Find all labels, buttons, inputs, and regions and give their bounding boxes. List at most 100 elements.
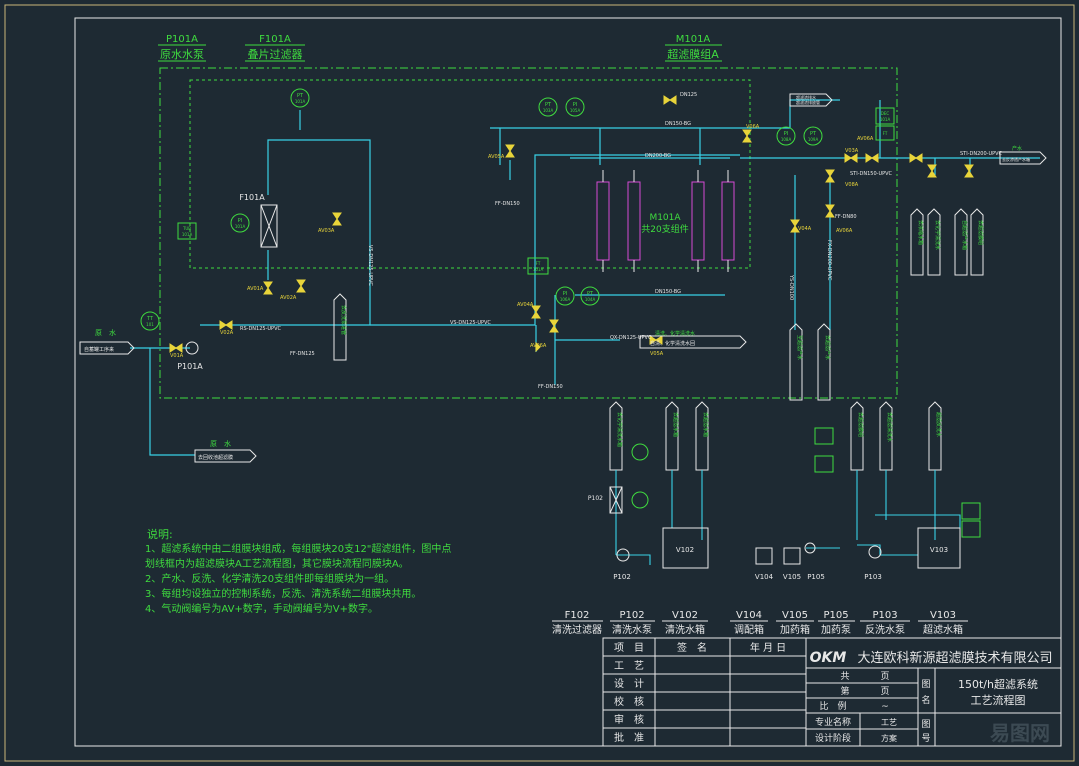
bottom-instruments (631, 427, 981, 538)
pipe-label: QX-DN125-UPVC (610, 335, 652, 341)
disc-filter-f101a: F101A (239, 193, 278, 248)
stream-label: 产水 (1012, 145, 1022, 152)
pipe-label: VS-DN125-UPVC (450, 320, 491, 326)
equipment-legend: F102 清洗过滤器 P102 清洗水泵 V102 清洗水箱 V104 调配箱 … (552, 610, 968, 636)
main-piping (130, 99, 1040, 456)
vtag: 去超滤水箱 (702, 412, 709, 437)
membrane-module (596, 170, 610, 272)
stream-label: 清洗、化学清洗水 (655, 330, 695, 337)
inst-label: PT (297, 93, 304, 99)
valve-tag: V04A (798, 226, 812, 232)
top-label-name: 超滤膜组A (667, 47, 719, 61)
filter-tag: F101A (239, 193, 265, 202)
legend-tag: P102 (619, 610, 644, 621)
flow-transmitter: FT (875, 125, 895, 141)
valve (663, 95, 677, 105)
legend-name: 加药泵 (821, 624, 851, 636)
membrane-module (627, 170, 641, 272)
inner-dashed-boundary (189, 79, 751, 269)
tb-cell: 设计阶段 (815, 732, 851, 744)
vtag: 去化学清洗水 (934, 220, 941, 250)
valve: V01A (169, 343, 184, 359)
pump-tag: P102 (613, 573, 631, 581)
inst-num: 106A (560, 297, 571, 302)
notes: 说明: 1、超滤系统中由二组膜块组成，每组膜块20支12"超滤组件，图中点划线框… (145, 527, 451, 615)
inst-num: 101A (880, 117, 891, 122)
inst-num: 103A (543, 108, 554, 113)
note-line: 4、气动阀编号为AV+数字，手动阀编号为V+数字。 (145, 604, 379, 615)
tb-cell: 第 (840, 685, 849, 697)
company-logo: OKM 大连欧科新源超滤膜技术有限公司 (810, 650, 1053, 666)
vtag: 自超滤产水箱 (961, 220, 968, 250)
top-label-name: 叠片过滤器 (248, 48, 303, 61)
pipe-label: DN150-BG (665, 121, 691, 127)
valve: V02A (219, 320, 234, 336)
valve (909, 153, 923, 163)
top-label-p101a: P101A 原水水泵 (158, 34, 206, 62)
tb-cell: ~ (881, 702, 889, 712)
pipe-label: DN150-BG (655, 289, 681, 295)
valve-tag: V06A (746, 124, 760, 130)
valve-tag: AV06A (530, 343, 547, 349)
tank-tag: V105 (783, 573, 801, 581)
inst-label: TT (146, 316, 154, 322)
stream-raw-in: 原 水 自蓄罐工序来 (79, 328, 135, 355)
tb-header: 签 名 (677, 641, 707, 654)
stream-sublabel: 自清、化学清洗水回 (650, 340, 695, 347)
legend-name: 反洗水泵 (865, 624, 905, 636)
pump-tag: P103 (864, 573, 882, 581)
tank-v103: V103 (917, 527, 961, 569)
stream-backwash: 超滤浓排水 超滤浓排放管 (789, 93, 833, 107)
vertical-stream-text: 去反洗泵进管 至超滤产水 去超滤产水 去化学清洗水箱 去超滤水箱 去超滤水箱 去… (340, 220, 984, 447)
valve-tag: AV03A (318, 228, 335, 234)
tb-cell: 页 (880, 686, 889, 697)
tb-cell: 共 (840, 671, 849, 682)
valve: V08A (825, 169, 859, 188)
vtag: 至超滤产水 (796, 335, 803, 360)
legend-name: 超滤水箱 (923, 623, 963, 636)
legend-tag: V103 (930, 610, 956, 621)
tb-cell: 号 (921, 733, 930, 744)
pipe-labels: RS-DN125-UPVC VS-DN125-UPVC QX-DN125-UPV… (240, 92, 1003, 390)
membrane-module (721, 170, 735, 272)
valve (927, 164, 937, 178)
pipe-label: DN125 (680, 92, 697, 98)
inst-num: 108A (781, 137, 792, 142)
membrane-modules: M101A 共20支组件 (596, 170, 735, 272)
pipe-label: FF-DN150 (538, 384, 563, 390)
vtag: 去超滤水箱 (672, 412, 679, 437)
vtag: 去超滤产水 (824, 335, 831, 360)
pipe-label: FX-DN200-UPVC (826, 240, 832, 281)
top-label-tag: P101A (166, 34, 198, 45)
pipe-label: DN200-BG (645, 153, 671, 159)
legend-tag: P105 (823, 610, 848, 621)
membrane-tag: M101A (649, 213, 681, 223)
pump-p101a: P101A (177, 341, 203, 371)
tb-row: 审 核 (614, 713, 644, 726)
cleaning-piping (615, 470, 961, 565)
inst-num: 104A (585, 297, 596, 302)
valve: AV06A (857, 136, 879, 163)
valve: AV03A (318, 212, 342, 234)
inst-label: DEC (881, 111, 890, 116)
tb-cell: 图 (921, 679, 930, 690)
pipe-label: FF-DN150 (495, 201, 520, 207)
valve-tag: AV06A (836, 228, 853, 234)
vtag: 去超滤膜组 (977, 220, 984, 245)
tb-header: 年 月 日 (750, 641, 786, 654)
valve-tag: V08A (845, 182, 859, 188)
valve-tag: AV06A (857, 136, 874, 142)
legend-tag: F102 (565, 610, 590, 621)
tank-tag: V104 (755, 573, 774, 581)
inst-label: PI (238, 218, 243, 224)
valve: AV06A (530, 341, 547, 353)
pump-p105: P105 (804, 542, 825, 581)
pump-p103: P103 (864, 545, 882, 581)
title-block (602, 637, 1062, 747)
